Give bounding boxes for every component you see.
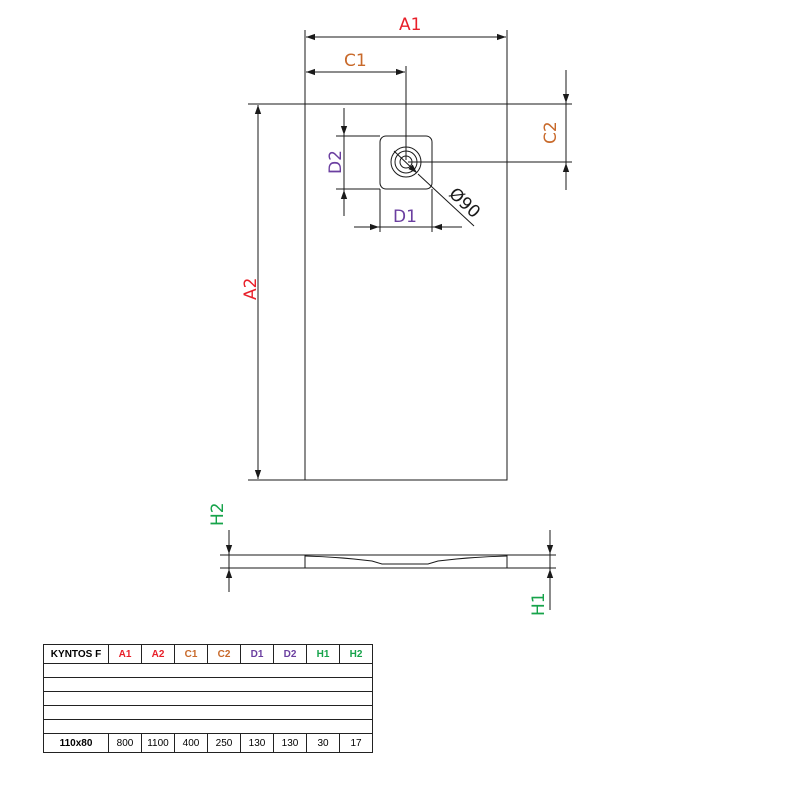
h1-label: H1 (529, 592, 549, 616)
table-spacer-row (43, 705, 373, 720)
header-cell: A1 (108, 644, 142, 664)
plan-view (248, 30, 572, 481)
value-cell: 130 (240, 733, 274, 753)
header-cell: H1 (306, 644, 340, 664)
value-cell: 250 (207, 733, 241, 753)
size-cell: 110x80 (43, 733, 109, 753)
value-cell: 400 (174, 733, 208, 753)
dimensions-table: KYNTOS F A1 A2 C1 C2 D1 D2 H1 H2 110x80 … (43, 644, 373, 753)
d1-label: D1 (393, 207, 417, 227)
c2-label: C2 (541, 121, 561, 144)
table-spacer-row (43, 677, 373, 692)
table-row: 110x80 800 1100 400 250 130 130 30 17 (43, 733, 373, 753)
c1-label: C1 (344, 51, 367, 71)
table-header-row: KYNTOS F A1 A2 C1 C2 D1 D2 H1 H2 (43, 644, 373, 664)
value-cell: 17 (339, 733, 373, 753)
diameter-label: Ø90 (445, 184, 484, 223)
a1-label: A1 (399, 15, 421, 35)
header-cell: C2 (207, 644, 241, 664)
value-cell: 130 (273, 733, 307, 753)
table-spacer-row (43, 719, 373, 734)
value-cell: 30 (306, 733, 340, 753)
a2-label: A2 (241, 278, 261, 300)
diameter-leader (417, 173, 475, 227)
header-cell: D1 (240, 644, 274, 664)
header-cell: H2 (339, 644, 373, 664)
h2-label: H2 (208, 502, 228, 526)
header-cell: C1 (174, 644, 208, 664)
table-spacer-row (43, 663, 373, 678)
value-cell: 1100 (141, 733, 175, 753)
side-view (220, 530, 556, 610)
model-name-cell: KYNTOS F (43, 644, 109, 664)
table-spacer-row (43, 691, 373, 706)
d2-label: D2 (326, 150, 346, 174)
header-cell: D2 (273, 644, 307, 664)
value-cell: 800 (108, 733, 142, 753)
header-cell: A2 (141, 644, 175, 664)
